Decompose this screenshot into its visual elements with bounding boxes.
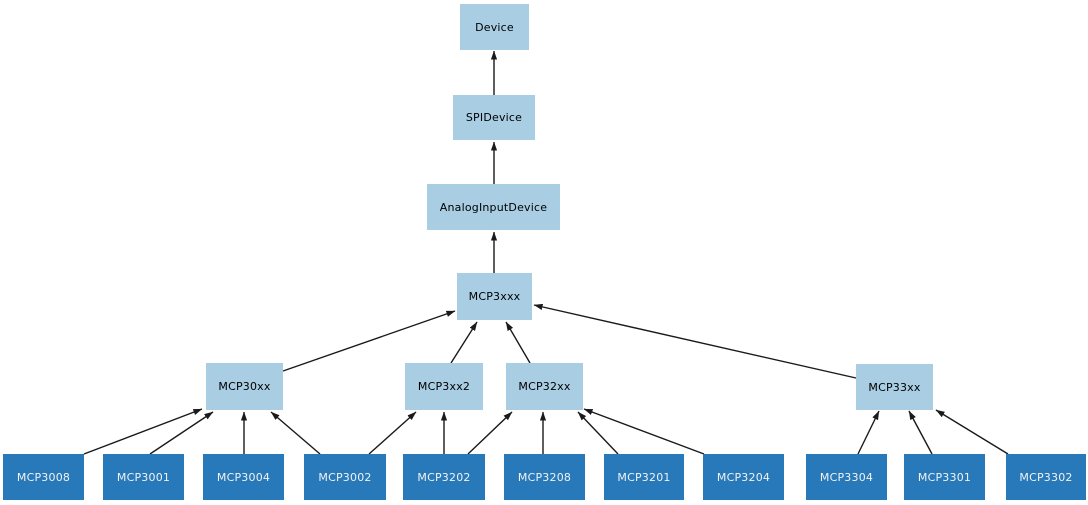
edge-mcp3301-to-mcp33xx — [908, 410, 933, 455]
class-node-spidevice[interactable]: SPIDevice — [453, 95, 535, 140]
class-node-label: MCP3304 — [819, 470, 874, 484]
class-node-mcp3208[interactable]: MCP3208 — [504, 454, 585, 500]
class-node-label: SPIDevice — [465, 111, 523, 124]
edge-mcp30xx-to-mcp3xxx — [282, 310, 456, 372]
edge-mcp3201-to-mcp32xx — [577, 411, 619, 455]
class-node-label: MCP3002 — [318, 470, 372, 484]
class-node-label: MCP3202 — [417, 470, 471, 484]
class-node-label: MCP3004 — [216, 470, 271, 484]
edge-mcp33xx-to-mcp3xxx — [533, 303, 857, 379]
class-node-mcp33xx[interactable]: MCP33xx — [856, 364, 933, 410]
edge-mcp3002-to-mcp30xx — [270, 411, 321, 455]
class-node-label: MCP3008 — [16, 470, 71, 484]
class-node-mcp3202[interactable]: MCP3202 — [403, 454, 485, 500]
class-node-label: MCP3xxx — [468, 290, 521, 303]
class-node-label: MCP3204 — [716, 470, 771, 484]
edge-mcp3008-to-mcp30xx — [83, 408, 203, 455]
class-node-mcp3304[interactable]: MCP3304 — [806, 454, 887, 500]
class-node-label: MCP3301 — [917, 470, 972, 484]
edge-mcp3001-to-mcp30xx — [149, 411, 214, 455]
class-node-mcp3204[interactable]: MCP3204 — [703, 454, 784, 500]
class-node-mcp30xx[interactable]: MCP30xx — [206, 363, 283, 410]
class-node-mcp3001[interactable]: MCP3001 — [103, 454, 184, 500]
class-node-label: MCP3xx2 — [417, 380, 471, 393]
edge-mcp3002-to-mcp3xx2 — [368, 411, 417, 455]
class-node-label: MCP3302 — [1019, 470, 1073, 484]
class-node-mcp3301[interactable]: MCP3301 — [904, 454, 985, 500]
class-node-label: MCP3001 — [116, 470, 171, 484]
class-node-mcp3008[interactable]: MCP3008 — [3, 454, 84, 500]
class-node-mcp32xx[interactable]: MCP32xx — [506, 363, 583, 410]
class-node-mcp3002[interactable]: MCP3002 — [304, 454, 386, 500]
class-node-mcp3xxx[interactable]: MCP3xxx — [457, 273, 532, 320]
edge-mcp3xx2-to-mcp3xxx — [450, 321, 478, 364]
class-node-label: AnalogInputDevice — [439, 200, 548, 214]
class-node-device[interactable]: Device — [460, 4, 529, 50]
edge-mcp3304-to-mcp33xx — [857, 410, 880, 455]
class-node-mcp3302[interactable]: MCP3302 — [1006, 454, 1086, 500]
edge-mcp3202-to-mcp32xx — [467, 411, 513, 455]
edge-mcp32xx-to-mcp3xxx — [505, 321, 531, 364]
edge-mcp3302-to-mcp33xx — [935, 409, 1009, 455]
class-node-label: MCP30xx — [218, 380, 271, 393]
class-node-label: MCP3201 — [617, 470, 671, 484]
class-node-analoginputdevice[interactable]: AnalogInputDevice — [427, 184, 560, 230]
edge-mcp3204-to-mcp32xx — [583, 408, 705, 455]
edges-group — [83, 50, 1009, 455]
class-node-mcp3004[interactable]: MCP3004 — [203, 454, 284, 500]
class-node-mcp3xx2[interactable]: MCP3xx2 — [405, 363, 483, 410]
class-node-mcp3201[interactable]: MCP3201 — [604, 454, 684, 500]
class-node-label: MCP3208 — [517, 470, 572, 484]
class-node-label: Device — [475, 20, 514, 34]
class-node-label: MCP32xx — [518, 380, 571, 393]
class-node-label: MCP33xx — [868, 380, 921, 394]
